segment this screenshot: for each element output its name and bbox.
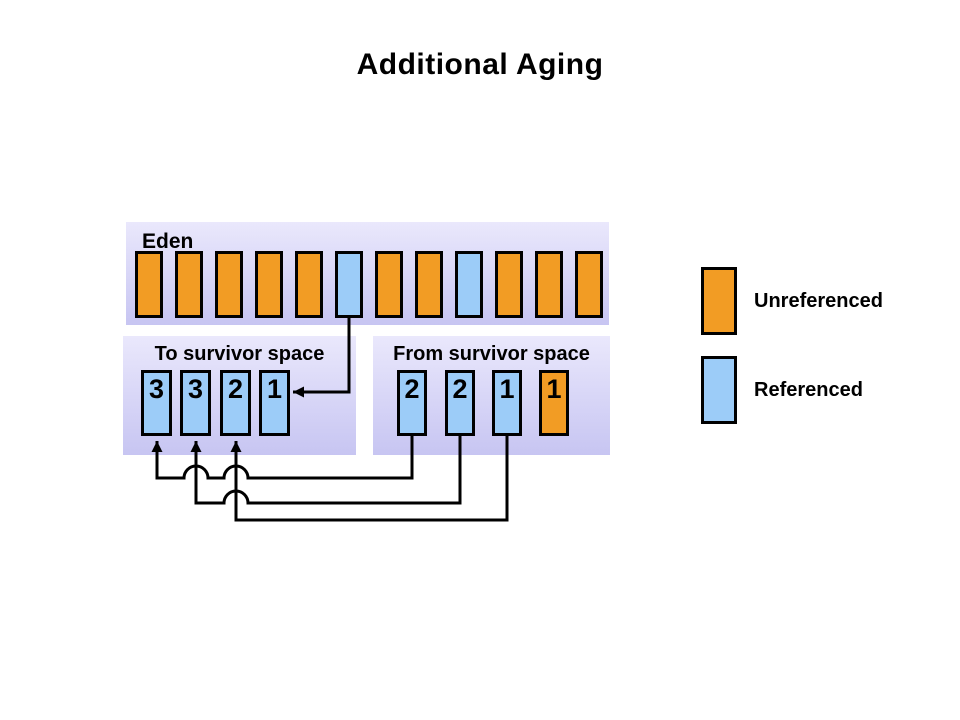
eden-cell-8	[415, 251, 443, 318]
to-survivor-cell-2: 3	[180, 370, 211, 436]
eden-cell-3	[215, 251, 243, 318]
cell-age-label: 3	[187, 374, 204, 404]
eden-cell-9	[455, 251, 483, 318]
legend-label-referenced: Referenced	[754, 378, 863, 401]
legend-swatch-referenced	[701, 356, 737, 424]
from-survivor-cell-2: 2	[445, 370, 475, 436]
cell-age-label: 2	[227, 374, 244, 404]
cell-age-label: 1	[499, 374, 515, 404]
eden-cell-11	[535, 251, 563, 318]
from-survivor-cell-1: 2	[397, 370, 427, 436]
from-survivor-panel-label: From survivor space	[393, 343, 590, 365]
cell-age-label: 2	[404, 374, 420, 404]
legend-row-unreferenced: Unreferenced	[701, 267, 883, 335]
eden-cell-10	[495, 251, 523, 318]
cell-age-label: 3	[148, 374, 165, 404]
eden-cell-4	[255, 251, 283, 318]
from-survivor-cell-4: 1	[539, 370, 569, 436]
to-survivor-cell-1: 3	[141, 370, 172, 436]
eden-cell-12	[575, 251, 603, 318]
from-survivor-cell-3: 1	[492, 370, 522, 436]
legend-label-unreferenced: Unreferenced	[754, 289, 883, 312]
eden-cell-7	[375, 251, 403, 318]
to-survivor-cell-4: 1	[259, 370, 290, 436]
eden-panel: Eden	[126, 222, 609, 325]
eden-cell-6	[335, 251, 363, 318]
eden-cell-2	[175, 251, 203, 318]
cell-age-label: 2	[452, 374, 468, 404]
eden-panel-label: Eden	[142, 230, 194, 253]
cell-age-label: 1	[266, 374, 283, 404]
legend-row-referenced: Referenced	[701, 356, 883, 424]
legend-swatch-unreferenced	[701, 267, 737, 335]
eden-cell-5	[295, 251, 323, 318]
page-title: Additional Aging	[356, 48, 604, 81]
to-survivor-cell-3: 2	[220, 370, 251, 436]
eden-cell-1	[135, 251, 163, 318]
legend: Unreferenced Referenced	[701, 267, 883, 424]
cell-age-label: 1	[546, 374, 562, 404]
to-survivor-panel-label: To survivor space	[154, 343, 325, 365]
